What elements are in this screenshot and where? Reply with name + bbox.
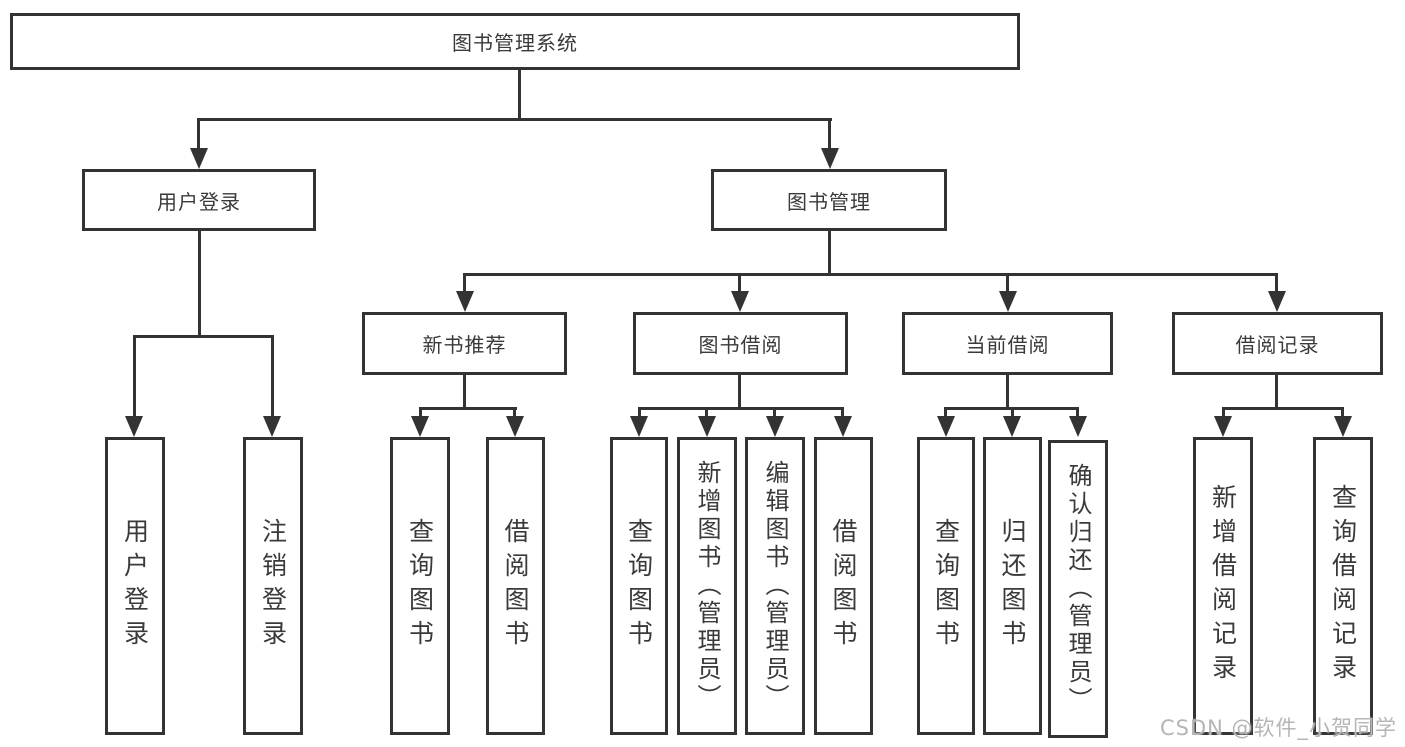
leaf-query-books-borrow: 查询图书 [610, 437, 668, 735]
node-label: 借阅图书 [501, 518, 530, 654]
node-label: 新增图书（管理员） [693, 460, 721, 712]
connector [271, 335, 274, 417]
arrowhead-down-icon [125, 416, 143, 437]
connector [828, 118, 831, 152]
connector [463, 375, 466, 407]
connector [198, 231, 201, 335]
leaf-query-books-recommend: 查询图书 [390, 437, 450, 735]
connector [133, 335, 274, 338]
leaf-borrow-books: 借阅图书 [814, 437, 873, 735]
arrowhead-down-icon [456, 291, 474, 312]
node-label: 确认归还（管理员） [1064, 463, 1092, 715]
node-label: 借阅记录 [1235, 333, 1320, 357]
leaf-user-login: 用户登录 [105, 437, 165, 735]
node-label: 查询图书 [405, 518, 435, 654]
arrowhead-down-icon [1003, 416, 1021, 437]
connector [463, 273, 466, 293]
connector [738, 273, 741, 293]
node-label: 用户登录 [120, 518, 150, 654]
node-user-login: 用户登录 [82, 169, 316, 231]
connector [1341, 407, 1344, 419]
connector [197, 118, 200, 152]
node-label: 借阅图书 [829, 518, 858, 654]
leaf-borrow-books-recommend: 借阅图书 [486, 437, 545, 735]
connector [944, 407, 947, 419]
connector [518, 70, 521, 118]
node-new-book-recommendation: 新书推荐 [362, 312, 567, 375]
node-library-management-system: 图书管理系统 [10, 13, 1020, 70]
arrowhead-down-icon [263, 416, 281, 437]
connector [1275, 273, 1278, 293]
node-label: 查询图书 [931, 518, 961, 654]
node-label: 查询借阅记录 [1328, 484, 1358, 688]
arrowhead-down-icon [1069, 416, 1087, 437]
connector [773, 407, 776, 419]
arrowhead-down-icon [1334, 416, 1352, 437]
node-book-management: 图书管理 [711, 169, 947, 231]
node-label: 查询图书 [624, 518, 654, 654]
node-label: 图书借阅 [698, 333, 783, 357]
node-current-borrowing: 当前借阅 [902, 312, 1113, 375]
connector [638, 407, 844, 410]
connector [133, 335, 136, 417]
arrowhead-down-icon [766, 416, 784, 437]
connector [705, 407, 708, 419]
arrowhead-down-icon [1214, 416, 1232, 437]
leaf-add-borrow-record: 新增借阅记录 [1193, 437, 1253, 735]
connector [1006, 273, 1009, 293]
connector [828, 231, 831, 273]
arrowhead-down-icon [834, 416, 852, 437]
connector [197, 118, 832, 121]
node-label: 图书管理系统 [452, 31, 578, 55]
leaf-confirm-return-admin: 确认归还（管理员） [1048, 440, 1108, 738]
arrowhead-down-icon [937, 416, 955, 437]
connector [1006, 375, 1009, 407]
arrowhead-down-icon [1268, 291, 1286, 312]
connector [1275, 375, 1278, 407]
connector [1222, 407, 1225, 419]
node-label: 编辑图书（管理员） [761, 460, 789, 712]
leaf-add-books-admin: 新增图书（管理员） [677, 437, 737, 735]
leaf-edit-books-admin: 编辑图书（管理员） [745, 437, 805, 735]
connector [1076, 407, 1079, 419]
leaf-return-books: 归还图书 [983, 437, 1042, 735]
node-label: 用户登录 [157, 189, 241, 214]
arrowhead-down-icon [190, 148, 208, 169]
connector [841, 407, 844, 419]
arrowhead-down-icon [731, 291, 749, 312]
arrowhead-down-icon [698, 416, 716, 437]
leaf-query-books-current: 查询图书 [917, 437, 975, 735]
connector [1011, 407, 1014, 419]
leaf-query-borrow-record: 查询借阅记录 [1313, 437, 1373, 735]
node-label: 注销登录 [258, 518, 288, 654]
arrowhead-down-icon [821, 148, 839, 169]
arrowhead-down-icon [506, 416, 524, 437]
arrowhead-down-icon [630, 416, 648, 437]
node-label: 新增借阅记录 [1208, 484, 1238, 688]
node-borrowing-records: 借阅记录 [1172, 312, 1383, 375]
node-label: 归还图书 [998, 518, 1027, 654]
connector [1222, 407, 1344, 410]
connector [419, 407, 422, 419]
node-label: 新书推荐 [422, 333, 507, 357]
leaf-logout: 注销登录 [243, 437, 303, 735]
watermark: CSDN @软件_小贺同学 [1160, 716, 1398, 740]
connector [463, 273, 1278, 276]
node-book-borrowing: 图书借阅 [633, 312, 848, 375]
arrowhead-down-icon [999, 291, 1017, 312]
node-label: 图书管理 [787, 189, 871, 214]
node-label: 当前借阅 [965, 333, 1050, 357]
arrowhead-down-icon [411, 416, 429, 437]
connector [419, 407, 517, 410]
connector [738, 375, 741, 407]
connector [638, 407, 641, 419]
connector [513, 407, 516, 419]
